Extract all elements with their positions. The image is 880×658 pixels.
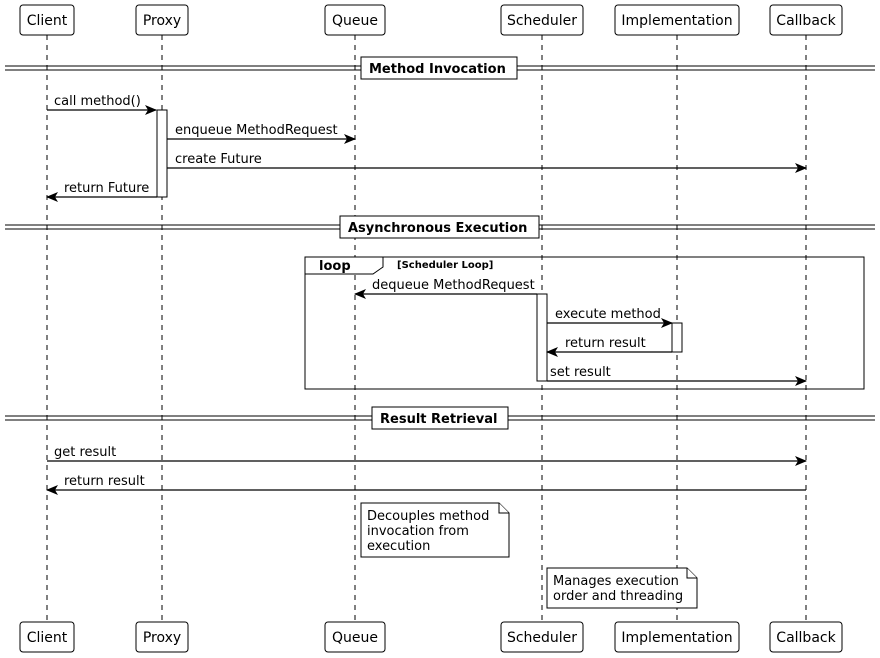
participant-box <box>135 621 189 653</box>
note-fold <box>686 568 697 579</box>
note-line: Manages execution <box>553 574 679 589</box>
message-label: create Future <box>175 152 262 167</box>
participant-box <box>135 4 189 36</box>
participant-scheduler-bottom: Scheduler <box>500 621 584 653</box>
message-proxy-to-callback: create Future <box>167 152 807 173</box>
message-scheduler-to-callback: set result <box>547 365 807 386</box>
participant-label: Client <box>27 13 68 29</box>
loop-tab <box>304 256 384 275</box>
note-body <box>546 567 698 609</box>
participant-label: Queue <box>332 630 378 646</box>
message-label: execute method <box>555 307 661 322</box>
participant-label: Scheduler <box>507 630 577 646</box>
note-line: Decouples method <box>367 509 489 524</box>
divider-result-retrieval: Result Retrieval <box>5 406 875 430</box>
divider-asynchronous-execution: Asynchronous Execution <box>5 215 875 239</box>
loop-frame: loop [Scheduler Loop] <box>304 256 865 390</box>
note-body <box>360 502 510 558</box>
participant-label: Scheduler <box>507 13 577 29</box>
message-label: dequeue MethodRequest <box>372 278 535 293</box>
participant-box <box>769 621 843 653</box>
participant-label: Proxy <box>143 13 181 29</box>
participant-callback-bottom: Callback <box>769 621 843 653</box>
divider-label-box <box>371 406 509 430</box>
message-scheduler-to-queue: dequeue MethodRequest <box>354 278 537 299</box>
message-callback-to-client: return result <box>46 474 806 495</box>
participant-client-top: Client <box>19 4 75 36</box>
message-implementation-to-scheduler: return result <box>546 336 672 357</box>
loop-keyword: loop <box>319 259 351 274</box>
participant-proxy-bottom: Proxy <box>135 621 189 653</box>
participant-queue-bottom: Queue <box>324 621 386 653</box>
participant-proxy-top: Proxy <box>135 4 189 36</box>
divider-method-invocation: Method Invocation <box>5 56 875 80</box>
participant-label: Callback <box>776 13 836 29</box>
participant-box <box>614 4 740 36</box>
message-label: return result <box>64 474 145 489</box>
message-label: return result <box>565 336 646 351</box>
participant-label: Callback <box>776 630 836 646</box>
message-label: get result <box>54 445 116 460</box>
participant-label: Client <box>27 630 68 646</box>
divider-label-box <box>360 56 518 80</box>
message-scheduler-to-implementation: execute method <box>547 307 673 328</box>
participant-label: Implementation <box>621 630 732 646</box>
participant-label: Queue <box>332 13 378 29</box>
message-label: return Future <box>64 181 149 196</box>
activation-proxy <box>156 109 168 198</box>
activation-implementation <box>671 322 683 353</box>
note-fold <box>498 503 509 514</box>
participant-box <box>769 4 843 36</box>
message-label: call method() <box>54 94 141 109</box>
message-client-to-proxy: call method() <box>47 94 157 115</box>
message-proxy-to-client: return Future <box>46 181 157 202</box>
participant-box <box>324 4 386 36</box>
participant-box <box>500 621 584 653</box>
participant-implementation-bottom: Implementation <box>614 621 740 653</box>
participant-label: Proxy <box>143 630 181 646</box>
participant-box <box>500 4 584 36</box>
participant-label: Implementation <box>621 13 732 29</box>
activation-scheduler <box>536 293 548 382</box>
message-label: set result <box>550 365 611 380</box>
divider-label: Result Retrieval <box>380 412 497 427</box>
note-line: invocation from <box>367 524 469 539</box>
participant-box <box>614 621 740 653</box>
participant-implementation-top: Implementation <box>614 4 740 36</box>
participant-client-bottom: Client <box>19 621 75 653</box>
divider-label: Method Invocation <box>369 62 506 77</box>
participant-box <box>324 621 386 653</box>
participant-callback-top: Callback <box>769 4 843 36</box>
loop-border <box>304 256 865 390</box>
loop-condition: [Scheduler Loop] <box>397 260 493 271</box>
note-line: order and threading <box>553 589 683 604</box>
participant-scheduler-top: Scheduler <box>500 4 584 36</box>
divider-label: Asynchronous Execution <box>348 221 527 236</box>
note-line: execution <box>367 539 430 554</box>
participant-box <box>19 4 75 36</box>
message-proxy-to-queue: enqueue MethodRequest <box>167 123 356 144</box>
participant-queue-top: Queue <box>324 4 386 36</box>
participant-box <box>19 621 75 653</box>
message-label: enqueue MethodRequest <box>175 123 338 138</box>
message-client-to-callback: get result <box>47 445 807 466</box>
divider-label-box <box>339 215 540 239</box>
